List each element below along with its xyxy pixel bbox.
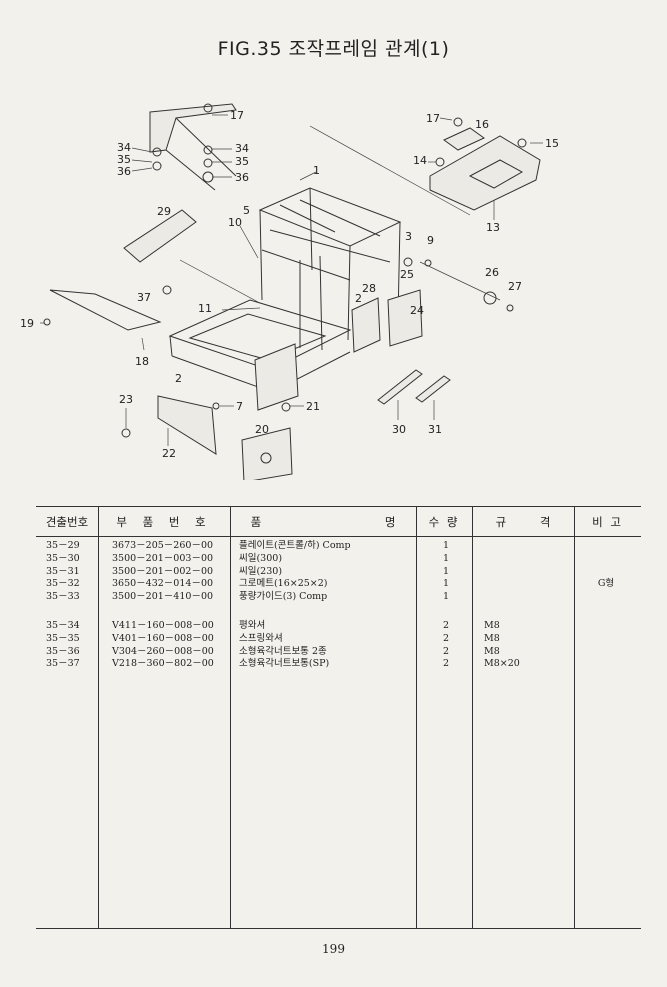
callout-36b: 36 <box>235 171 249 184</box>
table-row: 35－33 3500－201－410－00 풍량가이드(3) Comp 1 <box>46 591 450 603</box>
callout-25: 25 <box>400 268 414 281</box>
callout-27: 27 <box>508 280 522 293</box>
table-row: 35－31 3500－201－002－00 씨일(230) 1 <box>46 565 450 577</box>
table-header-rule <box>36 536 641 537</box>
callout-16: 16 <box>475 118 489 131</box>
callout-35a: 35 <box>117 153 131 166</box>
table-row: 35－37 V218－360－802－00 소형육각너트보통(SP) 2 M8×… <box>46 658 520 670</box>
callout-26: 26 <box>485 266 499 279</box>
callout-36a: 36 <box>117 165 131 178</box>
callout-2a: 2 <box>355 292 362 305</box>
callout-7: 7 <box>236 400 243 413</box>
column-divider <box>472 506 473 928</box>
table-row: 35－36 V304－260－008－00 소형육각너트보통 2종 2 M8 <box>46 645 500 657</box>
callout-20: 20 <box>255 423 269 436</box>
callout-34a: 34 <box>117 141 131 154</box>
callout-15: 15 <box>545 137 559 150</box>
callout-24: 24 <box>410 304 424 317</box>
right-small-parts <box>377 257 514 405</box>
table-row: 35－35 V401－160－008－00 스프링와셔 2 M8 <box>46 632 500 644</box>
callout-18: 18 <box>135 355 149 368</box>
header-name: 품 명 <box>250 515 396 529</box>
callout-19: 19 <box>20 317 34 330</box>
main-frame-part <box>168 187 423 411</box>
table-row: 35－30 3500－201－003－00 씨일(300) 1 <box>46 552 450 564</box>
callout-23: 23 <box>119 393 133 406</box>
column-divider <box>416 506 417 928</box>
callout-13: 13 <box>486 221 500 234</box>
upper-bracket-part <box>149 103 237 191</box>
callout-5: 5 <box>243 204 250 217</box>
table-bottom-rule <box>36 928 641 929</box>
header-part-no: 부 품 번 호 <box>116 515 212 529</box>
table-row: 35－34 V411－160－008－00 평와셔 2 M8 <box>46 620 500 631</box>
left-panel-parts <box>43 209 197 331</box>
callout-34b: 34 <box>235 142 249 155</box>
leader-lines <box>40 114 543 446</box>
table-row: 35－29 3673－205－260－00 플레이트(콘트롤/하) Comp 1 <box>46 540 450 551</box>
callout-labels: 17 34 35 36 34 35 36 1 17 16 15 14 13 29… <box>20 109 559 460</box>
callout-28: 28 <box>362 282 376 295</box>
callout-10: 10 <box>228 216 242 229</box>
callout-37: 37 <box>137 291 151 304</box>
header-spec: 규 격 <box>495 515 551 529</box>
parts-group-2: 35－34 V411－160－008－00 평와셔 2 M8 35－35 V40… <box>36 620 641 671</box>
callout-14: 14 <box>413 154 427 167</box>
callout-30: 30 <box>392 423 406 436</box>
callout-17a: 17 <box>230 109 244 122</box>
parts-group-1: 35－29 3673－205－260－00 플레이트(콘트롤/하) Comp 1… <box>36 540 641 604</box>
column-divider <box>230 506 231 928</box>
callout-3: 3 <box>405 230 412 243</box>
column-divider <box>574 506 575 928</box>
page-number: 199 <box>322 942 345 956</box>
callout-29: 29 <box>157 205 171 218</box>
callout-17b: 17 <box>426 112 440 125</box>
callout-9: 9 <box>427 234 434 247</box>
callout-22: 22 <box>162 447 176 460</box>
callout-11: 11 <box>198 302 212 315</box>
column-divider <box>98 506 99 928</box>
header-index-no: 견출번호 <box>45 515 89 529</box>
table-row: 35－32 3650－432－014－00 그로메트(16×25×2) 1 G형 <box>46 578 615 590</box>
callout-21: 21 <box>306 400 320 413</box>
parts-table: 견출번호 부 품 번 호 품 명 수 량 규 격 비 고 35－29 3673－… <box>36 506 641 929</box>
table-top-rule <box>36 506 641 507</box>
callout-1: 1 <box>313 164 320 177</box>
callout-2b: 2 <box>175 372 182 385</box>
callout-35b: 35 <box>235 155 249 168</box>
callout-31: 31 <box>428 423 442 436</box>
lower-plate-parts <box>121 395 293 480</box>
top-right-plate-part <box>429 117 541 211</box>
header-qty: 수 량 <box>428 515 460 529</box>
exploded-parts-diagram: 17 34 35 36 34 35 36 1 17 16 15 14 13 29… <box>20 103 559 480</box>
figure-title: FIG.35 조작프레임 관계(1) <box>217 38 450 60</box>
header-remarks: 비 고 <box>592 515 623 529</box>
